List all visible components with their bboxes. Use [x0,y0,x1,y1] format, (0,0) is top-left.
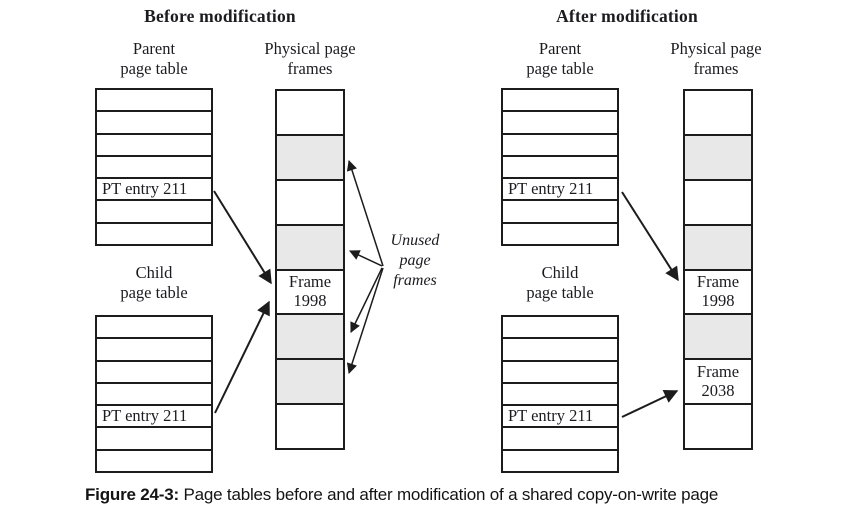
pt-row [503,110,617,132]
frame-cell-unused [277,223,343,269]
pt-row [97,110,211,132]
after-physical-page-frames-label: Physical page frames [661,39,771,78]
pt-row [503,199,617,221]
before-parent-page-table-label: Parent page table [95,39,213,78]
figure-caption-text: Page tables before and after modificatio… [183,485,719,504]
frame-cell-unused [277,313,343,359]
label-line: page table [526,58,594,78]
label-line: Child [135,263,173,282]
label-line: Child [541,263,579,282]
after-modification-title: After modification [556,6,698,26]
after-physical-page-frames: Frame 1998 Frame 2038 [683,89,753,450]
before-child-page-table-label: Child page table [95,263,213,302]
after-child-page-table: PT entry 211 [501,315,619,473]
figure-caption: Figure 24-3: Page tables before and afte… [85,485,825,505]
frame-cell-unused [277,358,343,404]
pt-row [503,448,617,471]
label-line: page table [120,282,188,302]
frame-label-line: 1998 [293,290,327,310]
label-line: page table [120,58,188,78]
before-physical-page-frames: Frame 1998 [275,89,345,450]
pt-entry-211-row: PT entry 211 [97,177,211,199]
label-line: page table [526,282,594,302]
note-line: page [399,252,431,269]
frame-label-line: 1998 [701,290,735,310]
frame-label-line: Frame [696,272,740,292]
unused-page-frames-note: Unused page frames [371,231,459,291]
before-parent-page-table: PT entry 211 [95,88,213,246]
frame-cell-empty [277,403,343,448]
frame-cell-unused [685,313,751,359]
frame-label-line: 2038 [701,380,735,400]
frame-label-line: Frame [696,362,740,382]
pt-row [97,448,211,471]
frame-1998-cell: Frame 1998 [685,268,751,314]
label-line: Physical page [670,39,762,58]
label-line: frames [287,58,333,78]
pt-row [503,381,617,404]
after-parent-page-table: PT entry 211 [501,88,619,246]
frame-cell-unused [685,133,751,179]
after-parent-to-frame1998-arrow [621,191,679,282]
pt-entry-211-row: PT entry 211 [503,177,617,199]
before-physical-page-frames-label: Physical page frames [255,39,365,78]
pt-row [97,317,211,337]
frame-cell-empty [685,403,751,448]
pt-row [503,317,617,337]
pt-row [97,426,211,448]
label-line: Parent [132,39,176,58]
frame-label-line: Frame [288,272,332,292]
pt-row [97,90,211,110]
label-line: Physical page [264,39,356,58]
pt-row [503,426,617,448]
pt-row [97,337,211,359]
note-line: Unused [390,232,440,249]
frame-cell-unused [277,133,343,179]
frame-cell-empty [685,91,751,134]
frame-cell-empty [277,178,343,224]
pt-row [97,381,211,404]
before-parent-to-frame1998-arrow [213,190,272,285]
note-line: frames [393,272,437,289]
label-line: Parent [538,39,582,58]
figure-caption-label: Figure 24-3: [85,485,179,504]
before-modification-title: Before modification [144,6,296,26]
pt-entry-211-row: PT entry 211 [97,404,211,426]
frame-cell-unused [685,223,751,269]
pt-entry-211-row: PT entry 211 [503,404,617,426]
frame-cell-empty [277,91,343,134]
pt-row [503,337,617,359]
before-child-to-frame1998-arrow [214,300,270,414]
pt-row [97,199,211,221]
pt-row [97,154,211,177]
pt-row [503,221,617,244]
before-child-page-table: PT entry 211 [95,315,213,473]
pt-row [97,359,211,382]
pt-row [503,154,617,177]
after-parent-page-table-label: Parent page table [501,39,619,78]
frame-1998-cell: Frame 1998 [277,268,343,314]
frame-2038-cell: Frame 2038 [685,358,751,404]
pt-row [97,221,211,244]
pt-row [503,90,617,110]
after-child-to-frame2038-arrow [621,390,679,418]
pt-row [97,132,211,155]
frame-cell-empty [685,178,751,224]
label-line: frames [693,58,739,78]
pt-row [503,132,617,155]
after-child-page-table-label: Child page table [501,263,619,302]
pt-row [503,359,617,382]
